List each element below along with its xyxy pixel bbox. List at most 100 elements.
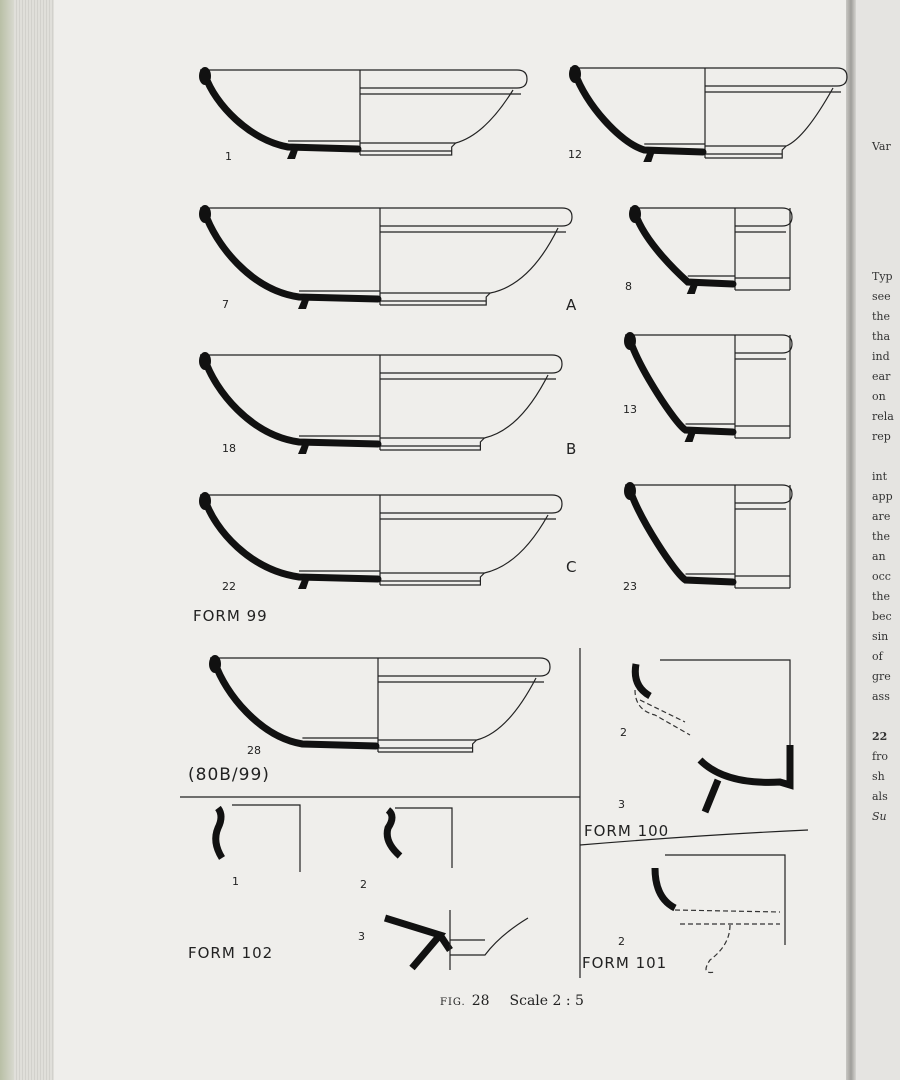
label-28: 28 [247, 744, 261, 757]
drawing-line [380, 572, 485, 586]
form-99-title: FORM 99 [193, 607, 268, 625]
bowl-profile [626, 336, 737, 436]
bowl-foot [684, 428, 697, 442]
right-page-text-line: sin [872, 630, 889, 643]
letter-c: C [566, 558, 577, 576]
bowl-profile [571, 69, 707, 156]
sherd-profile [383, 807, 403, 859]
drawing-line [380, 354, 563, 374]
drawing-line [674, 909, 781, 974]
drawing-line [705, 67, 848, 87]
drawing-line [380, 437, 485, 451]
form-101-item-2: 2 [618, 935, 625, 948]
right-page-text-line: app [872, 490, 893, 503]
right-page-text-line: als [872, 790, 888, 803]
drawing-line [378, 739, 478, 753]
bowl-rim [629, 205, 641, 223]
right-page-text-line: Su [872, 810, 887, 823]
right-page-text-line: bec [872, 610, 892, 623]
drawing-line [380, 207, 573, 227]
bowl-rim [199, 67, 211, 85]
label-22: 22 [222, 580, 236, 593]
right-page-text-line: gre [872, 670, 891, 683]
bowl-foot [643, 148, 656, 162]
drawing-line [735, 334, 793, 354]
drawing-line [476, 677, 537, 741]
form-100-item-3: 3 [618, 798, 625, 811]
left-page [54, 0, 850, 1080]
form-101-title: FORM 101 [582, 954, 668, 972]
right-page-text-line: occ [872, 570, 891, 583]
drawing-line [785, 87, 834, 147]
form-102-item-2: 2 [360, 878, 367, 891]
drawing-line [484, 374, 549, 439]
book-edge [0, 0, 14, 1080]
right-page-text-line: Typ [872, 270, 893, 283]
bowl-foot [686, 280, 699, 294]
drawing-line [360, 142, 457, 156]
drawing-line [380, 292, 491, 306]
divider [579, 829, 809, 846]
form-102-item-1: 1 [232, 875, 239, 888]
drawing-line [380, 494, 563, 514]
sherd-profile [631, 663, 652, 700]
bowl-rim [199, 352, 211, 370]
drawing-line [378, 657, 551, 677]
bowl-rim [569, 65, 581, 83]
drawing-line [735, 484, 793, 504]
bowl-rim [624, 482, 636, 500]
bowl-rim [199, 492, 211, 510]
right-page-text-line: fro [872, 750, 888, 763]
right-page-text-line: rela [872, 410, 894, 423]
drawing-line [665, 854, 786, 945]
right-page-text-line: an [872, 550, 886, 563]
drawing-line [449, 910, 529, 970]
label-1: 1 [225, 150, 232, 163]
caption-number: 28 [471, 993, 490, 1009]
form-100-item-2: 2 [620, 726, 627, 739]
bowl-foot [298, 295, 310, 309]
form-100-title: FORM 100 [584, 822, 670, 840]
bowl-foot [298, 440, 310, 454]
right-page-text-line: the [872, 590, 891, 603]
sherd-profile [212, 805, 226, 860]
drawing-line [735, 207, 793, 227]
drawing-line [705, 145, 787, 159]
bowl-profile [626, 486, 737, 586]
letter-b: B [566, 440, 577, 458]
sherd-profile [383, 914, 453, 971]
label-18: 18 [222, 442, 236, 455]
right-page-text-line: ear [872, 370, 891, 383]
bowl-foot [287, 145, 299, 159]
drawing-line [395, 807, 453, 868]
label-13: 13 [623, 403, 637, 416]
drawing-line [634, 689, 691, 736]
label-23: 23 [623, 580, 637, 593]
bowl-foot [298, 575, 310, 589]
label-8: 8 [625, 280, 632, 293]
right-page-text-line: int [872, 470, 888, 483]
drawing-line [360, 69, 528, 89]
drawing-line [455, 89, 514, 144]
right-page-text-line: rep [872, 430, 891, 443]
label-7: 7 [222, 298, 229, 311]
right-page-text-line: ind [872, 350, 890, 363]
right-page-text-line: tha [872, 330, 891, 343]
drawing-line [232, 804, 301, 872]
right-page-text-line: sh [872, 770, 885, 783]
bowl-rim [199, 205, 211, 223]
bowl-profile [211, 659, 380, 750]
form-102-title: FORM 102 [188, 944, 274, 962]
drawing-line [660, 659, 791, 748]
right-page-text-line: the [872, 310, 891, 323]
drawing-line [490, 227, 559, 294]
bowl-profile [201, 71, 362, 153]
bowl-rim [209, 655, 221, 673]
book-gutter [846, 0, 856, 1080]
sherd-profile [651, 867, 677, 912]
label-12: 12 [568, 148, 582, 161]
right-page-text-line: see [872, 290, 891, 303]
